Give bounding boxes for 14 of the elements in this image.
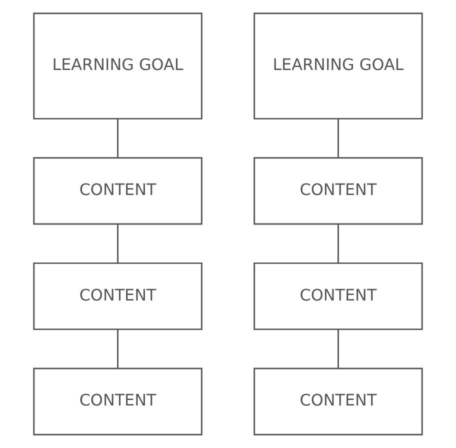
node-box: CONTENT <box>254 368 423 436</box>
connector <box>337 118 339 158</box>
node-box: LEARNING GOAL <box>254 12 423 120</box>
connector <box>337 329 339 368</box>
connector <box>337 224 339 264</box>
node-box: CONTENT <box>254 262 423 330</box>
connector <box>117 118 119 158</box>
connector <box>117 224 119 264</box>
connector <box>117 329 119 368</box>
node-box: CONTENT <box>33 368 202 436</box>
node-box: CONTENT <box>33 157 202 225</box>
node-box: CONTENT <box>254 157 423 225</box>
node-box: CONTENT <box>33 262 202 330</box>
node-box: LEARNING GOAL <box>33 12 202 120</box>
